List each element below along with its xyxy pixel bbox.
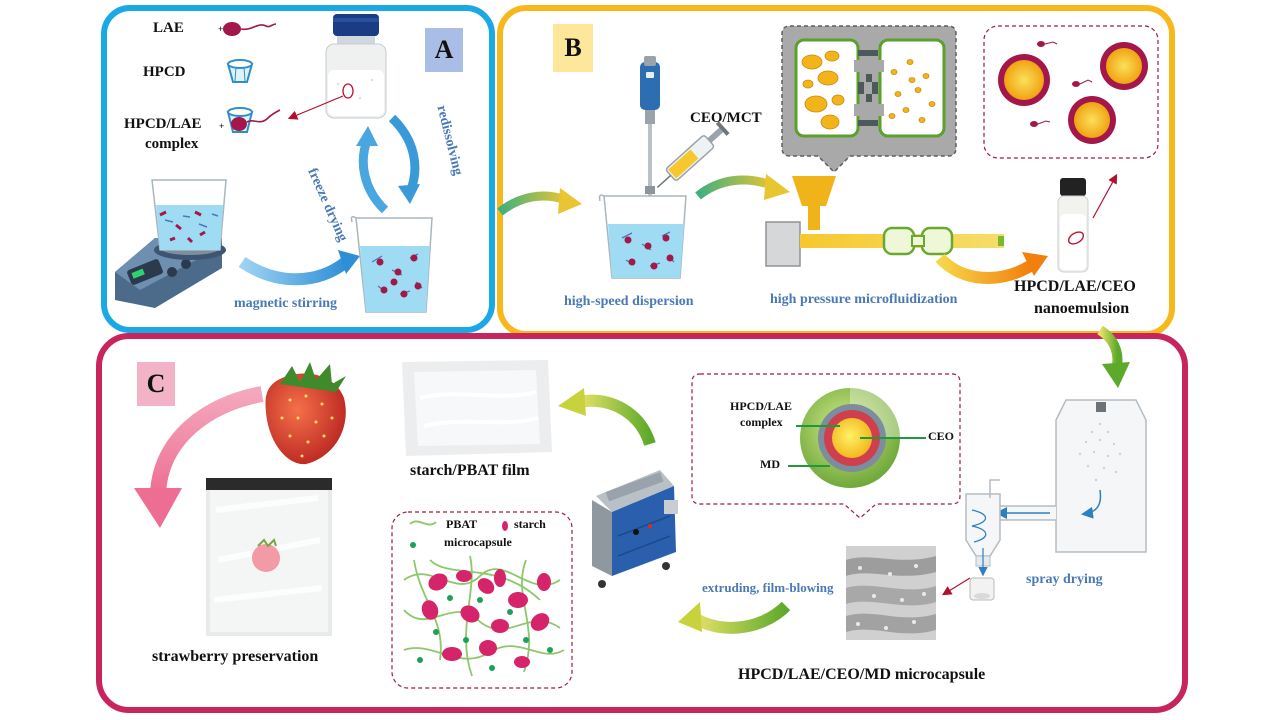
complex-label-line2: complex [145, 136, 199, 152]
strawberry-icon [265, 362, 346, 465]
flow-arrow-to-microfluidizer [695, 174, 790, 200]
panel-c-badge: C [137, 362, 175, 406]
starch-film-label: starch/PBAT film [410, 462, 530, 479]
nanoemulsion-label-line1: HPCD/LAE/CEO [1014, 278, 1136, 295]
freeze-redissolve-arrows [356, 114, 420, 214]
magnetic-stirring-label: magnetic stirring [234, 296, 338, 311]
flow-arrow-b-to-c [1097, 325, 1130, 388]
beaker-icon [151, 179, 227, 251]
panel-b-badge: B [553, 24, 593, 72]
lae-label: LAE [153, 20, 184, 36]
syringe-icon [656, 121, 730, 188]
starch-label: starch [514, 517, 546, 531]
microcapsule-legend-label: microcapsule [444, 535, 512, 549]
ceo-mct-label: CEO/MCT [690, 110, 762, 126]
md-label: MD [760, 457, 780, 471]
svg-text:+: + [218, 24, 223, 34]
film-sheet-icon [402, 360, 552, 456]
nanoemulsion-vial-icon [1057, 173, 1118, 273]
microcapsule-sphere-icon [691, 373, 961, 519]
beaker-icon [350, 215, 433, 313]
flow-arrow-to-vial [935, 252, 1048, 284]
hpcd-label: HPCD [143, 64, 186, 80]
lae-molecule-icon: + [218, 22, 277, 36]
plastic-bag-icon [206, 478, 332, 636]
hpcd-lae-complex-icon: + [219, 107, 281, 133]
powder-sem-icon [846, 546, 936, 640]
strawberry-preservation-label: strawberry preservation [152, 648, 319, 665]
reagent-bottle-icon [287, 14, 387, 120]
high-speed-dispersion-label: high-speed dispersion [564, 294, 694, 309]
preservation-arrow [134, 386, 264, 528]
panel-a-badge: A [425, 28, 463, 72]
flow-arrow-a-to-b [497, 188, 582, 216]
core-complex-label-line2: complex [740, 415, 783, 429]
nanoemulsion-zoom-callout [983, 25, 1159, 159]
complex-label-line1: HPCD/LAE [124, 116, 202, 132]
nanoemulsion-label-line2: nanoemulsion [1034, 300, 1130, 317]
microcapsule-title-label: HPCD/LAE/CEO/MD microcapsule [738, 666, 986, 683]
stirring-arrow [238, 250, 360, 286]
nano-droplet [1068, 96, 1116, 144]
pbat-label: PBAT [446, 517, 478, 531]
microfluidizer-icon [765, 176, 1004, 267]
beaker-icon [598, 194, 687, 279]
spray-dryer-icon [941, 399, 1147, 601]
flow-arrow-to-film [558, 388, 656, 447]
spray-drying-label: spray drying [1026, 572, 1103, 587]
nano-droplet [998, 54, 1050, 106]
flow-arrow-to-extruder [678, 601, 791, 634]
panel-a-border [101, 5, 495, 333]
svg-text:+: + [219, 121, 224, 131]
panel-c-border [96, 333, 1188, 713]
chamber-zoom-callout [781, 25, 957, 174]
extruder-machine-icon [592, 470, 678, 588]
core-complex-label-line1: HPCD/LAE [730, 399, 793, 413]
ceo-label: CEO [928, 429, 955, 443]
extruding-label: extruding, film-blowing [702, 580, 834, 595]
hpcd-ring-icon [226, 59, 254, 83]
homogenizer-icon [640, 56, 660, 196]
nano-droplet [1100, 42, 1148, 90]
high-pressure-label: high pressure microfluidization [770, 292, 958, 307]
polymer-network-icon [391, 511, 573, 689]
